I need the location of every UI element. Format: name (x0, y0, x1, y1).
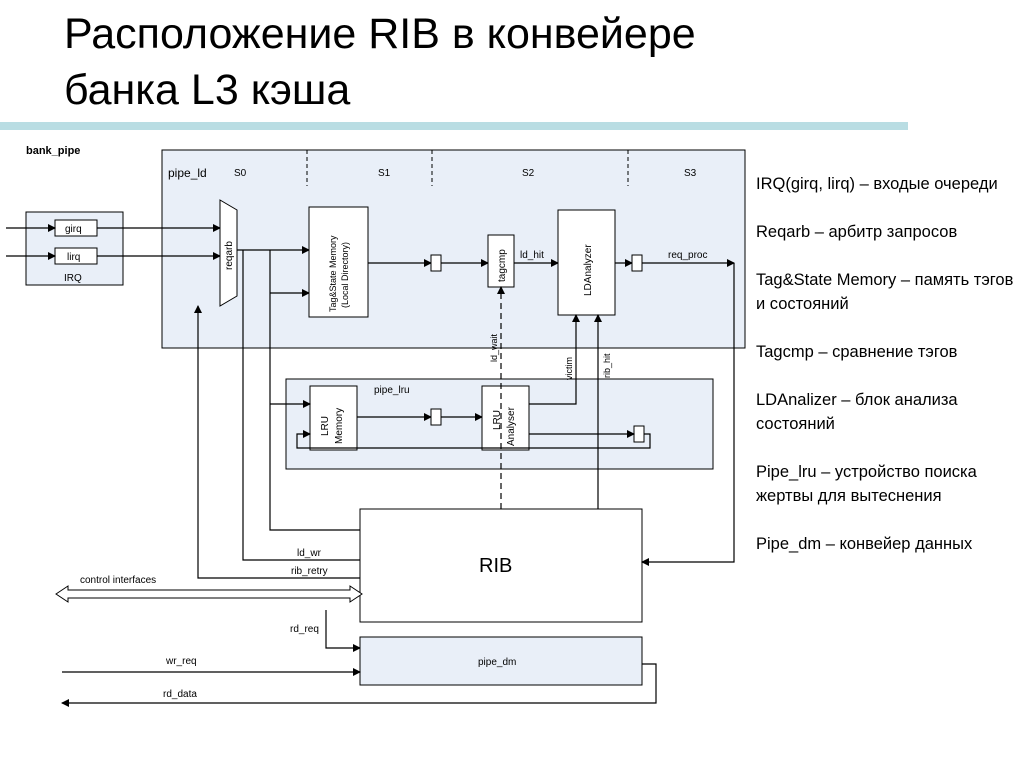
tag-mem-label-2: (Local Directory) (340, 242, 350, 308)
ld-wr-label: ld_wr (297, 548, 322, 559)
rib-box (359, 508, 643, 623)
ldanalyzer-label: LDAnalyzer (583, 244, 594, 296)
legend-item-tagcmp: Tagcmp – сравнение тэгов (756, 343, 958, 361)
control-interfaces-bus (55, 585, 363, 603)
pipe-dm-label: pipe_dm (478, 657, 516, 668)
girq-label: girq (65, 224, 82, 235)
lru-an-label-2: Analyser (506, 406, 517, 446)
pipe-ld-label: pipe_ld (168, 166, 207, 180)
reqarb-mux (219, 199, 238, 307)
legend-item-pipe-lru: Pipe_lru – устройство поиска жертвы для … (756, 463, 977, 505)
rib-label: RIB (479, 555, 512, 577)
ld-wr-wire (242, 250, 360, 561)
reqarb-label: reqarb (224, 241, 235, 270)
req-proc-to-rib (641, 263, 735, 566)
rd-data-label: rd_data (163, 689, 197, 700)
rd-req-label: rd_req (290, 624, 319, 635)
title-divider (0, 122, 908, 130)
slide-title-line-1: Расположение RIB в конвейере (64, 10, 696, 58)
pipe-lru-label: pipe_lru (374, 385, 410, 396)
pipe-ld-box (161, 149, 746, 349)
req-proc-label: req_proc (668, 250, 707, 261)
rib-retry-label: rib_retry (291, 566, 328, 577)
lru-analyser (481, 385, 530, 451)
lru-mem-label-1: LRU (320, 416, 331, 436)
lru-an-label-1: LRU (492, 410, 503, 430)
legend-item-pipe-dm: Pipe_dm – конвейер данных (756, 535, 973, 553)
pipe-register-lru (430, 408, 442, 426)
pipe-register-lru-wb (633, 425, 645, 443)
irq-label: IRQ (64, 273, 82, 284)
tagcmp-label: tagcmp (497, 249, 508, 282)
stage-label-s0: S0 (234, 168, 247, 179)
legend-item-tag-state-memory: Tag&State Memory – память тэгов и состоя… (756, 271, 1014, 313)
tag-mem-label-1: Tag&State Memory (328, 235, 338, 312)
lru-writeback-loop (296, 430, 651, 449)
rib-retry-wire (194, 305, 360, 579)
pipe-register-s1 (430, 254, 442, 272)
rd-req-wire (325, 610, 361, 652)
rib-hit-label: rib_hit (602, 353, 612, 378)
victim-label: victim (564, 357, 574, 380)
legend-item-reqarb: Reqarb – арбитр запросов (756, 223, 958, 241)
control-interfaces-label: control interfaces (80, 575, 156, 586)
tag-state-memory (308, 206, 369, 318)
legend-item-irq: IRQ(girq, lirq) – входые очереди (756, 175, 998, 193)
pipe-register-s3 (631, 254, 643, 272)
ld-hit-label: ld_hit (520, 250, 544, 261)
slide-title: Расположение RIB в конвейере банка L3 кэ… (64, 6, 964, 118)
slide-title-line-2: банка L3 кэша (64, 66, 351, 114)
lru-memory (309, 385, 358, 451)
rib-to-lru-feed (269, 250, 360, 531)
stage-label-s1: S1 (378, 168, 391, 179)
legend-panel: IRQ(girq, lirq) – входые очереди Reqarb … (756, 172, 1018, 580)
rd-data-wire (61, 663, 657, 707)
stage-label-s3: S3 (684, 168, 697, 179)
lru-mem-label-2: Memory (334, 408, 345, 444)
stage-label-s2: S2 (522, 168, 535, 179)
bank-pipe-label: bank_pipe (26, 145, 80, 157)
ld-wait-label: ld_wait (489, 333, 499, 362)
ldanalyzer-box (557, 209, 616, 316)
lirq-label: lirq (67, 252, 80, 263)
pipe-dm-box (359, 636, 643, 686)
bank-pipe-diagram: bank_pipe pipe_ld S0 S1 S2 S3 girq lirq … (6, 145, 746, 707)
legend-item-ldanalizer: LDAnalizer – блок анализа состояний (756, 391, 958, 433)
victim-wire (529, 314, 580, 405)
wr-req-label: wr_req (165, 656, 197, 667)
